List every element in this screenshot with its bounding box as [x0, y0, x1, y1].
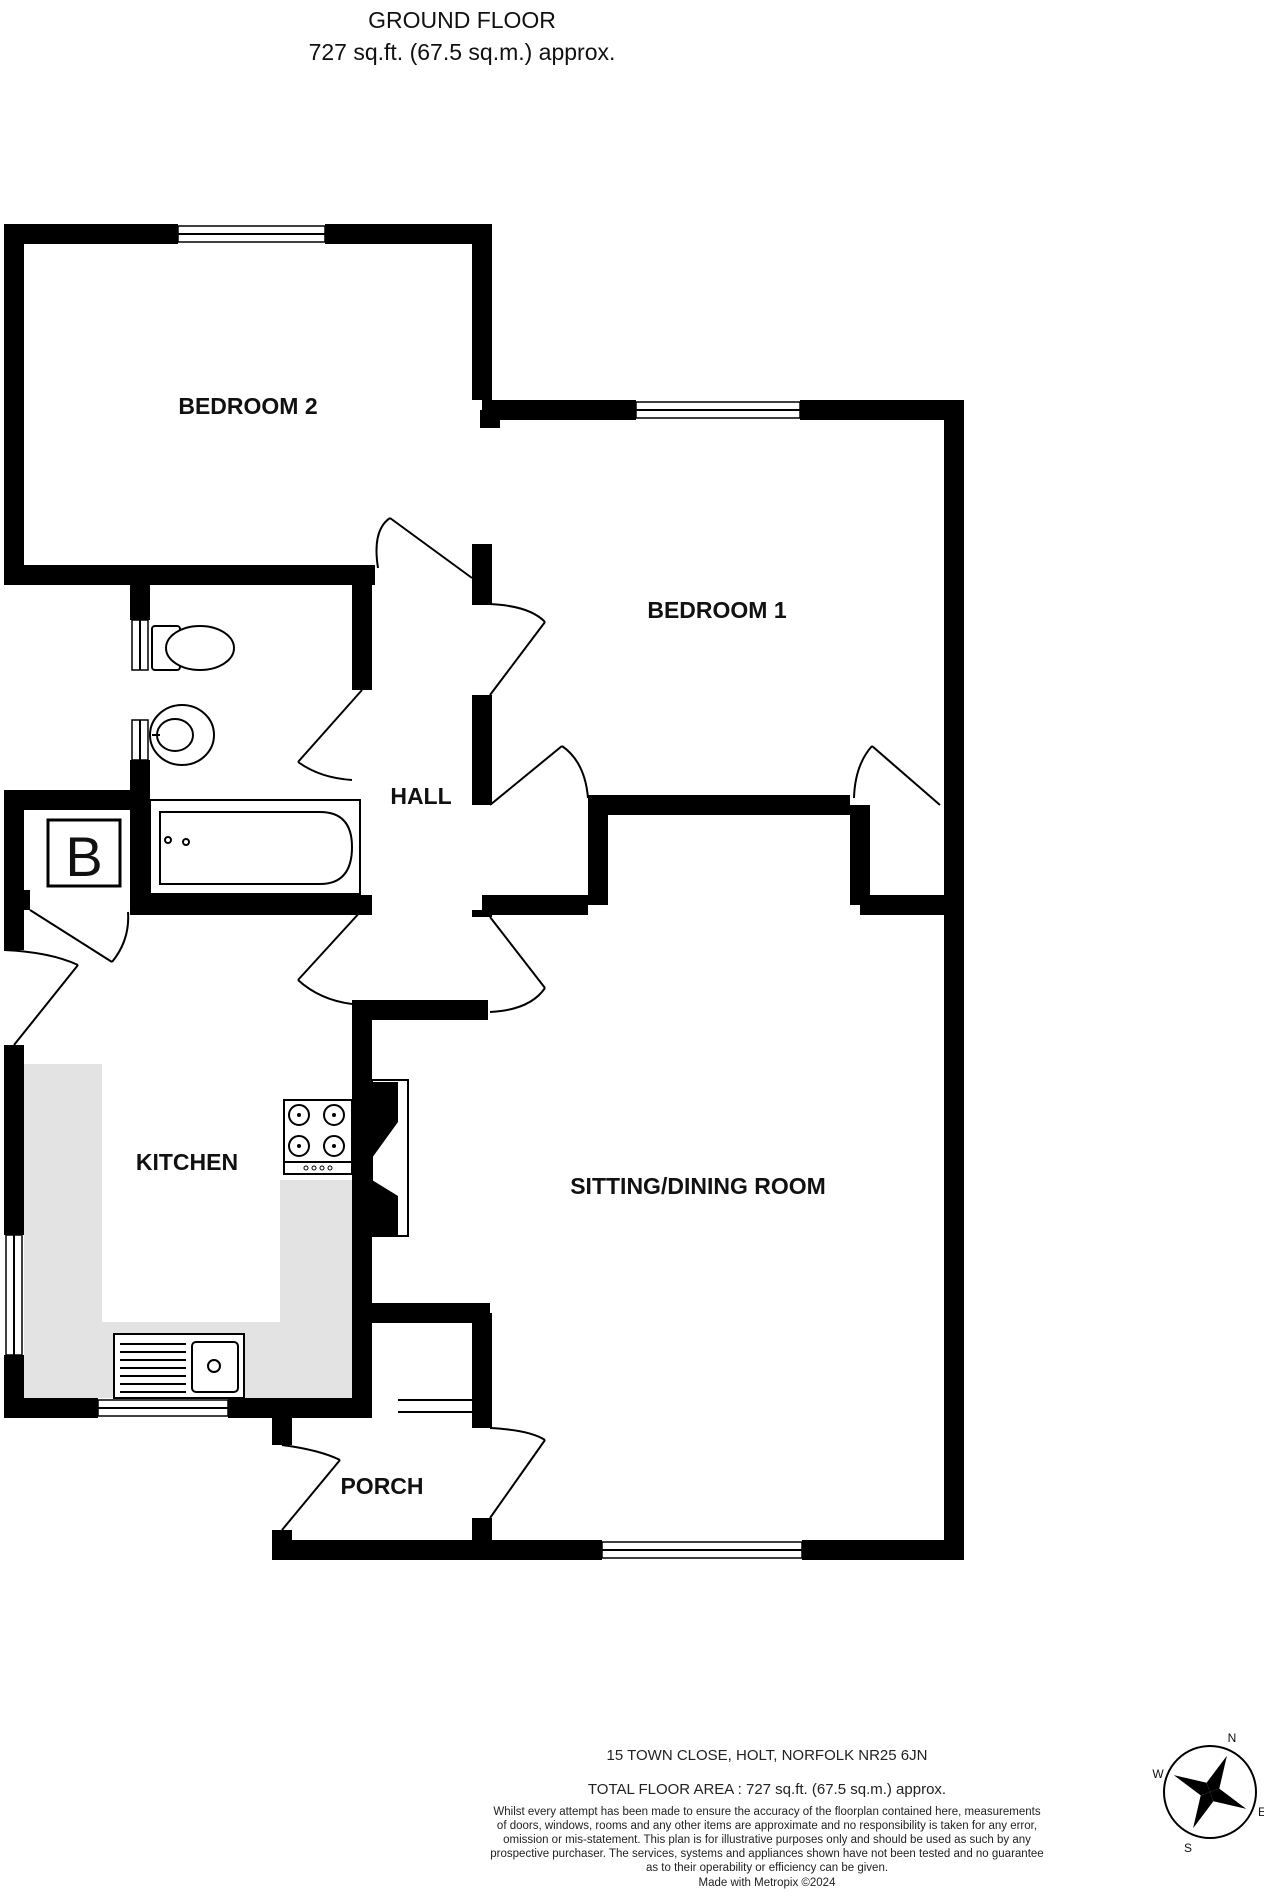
compass-e: E — [1258, 1805, 1264, 1819]
toilet-icon — [151, 625, 235, 671]
walls — [4, 224, 964, 1560]
basin-icon — [149, 704, 215, 766]
compass-icon: N E S W — [1152, 1731, 1264, 1855]
room-label-hall: HALL — [390, 783, 451, 809]
doors — [3, 517, 941, 1531]
room-label-porch: PORCH — [340, 1473, 423, 1499]
credit: Made with Metropix ©2024 — [699, 1877, 837, 1889]
kitchen-counter — [24, 1064, 352, 1398]
disclaimer-line-1: Whilst every attempt has been made to en… — [493, 1806, 1040, 1818]
boiler-label: B — [65, 825, 102, 888]
room-label-kitchen: KITCHEN — [136, 1149, 238, 1175]
bath-icon — [149, 799, 361, 895]
sink-icon — [113, 1333, 245, 1399]
compass-s: S — [1184, 1841, 1192, 1855]
disclaimer-line-2: of doors, windows, rooms and any other i… — [497, 1820, 1037, 1832]
hob-icon — [283, 1099, 353, 1175]
disclaimer-line-3: omission or mis-statement. This plan is … — [503, 1834, 1031, 1846]
room-label-bedroom2: BEDROOM 2 — [178, 393, 317, 419]
compass-n: N — [1228, 1731, 1237, 1745]
windows — [5, 225, 803, 1559]
floor-title: GROUND FLOOR — [368, 7, 556, 33]
disclaimer-line-5: as to their operability or efficiency ca… — [646, 1862, 888, 1874]
boiler-icon: B — [46, 818, 122, 888]
room-label-bedroom1: BEDROOM 1 — [647, 597, 787, 623]
address: 15 TOWN CLOSE, HOLT, NORFOLK NR25 6JN — [607, 1747, 928, 1764]
compass-w: W — [1152, 1767, 1164, 1781]
disclaimer-line-4: prospective purchaser. The services, sys… — [490, 1848, 1043, 1860]
fireplace-icon — [371, 1079, 409, 1237]
total-floor-area: TOTAL FLOOR AREA : 727 sq.ft. (67.5 sq.m… — [588, 1781, 946, 1798]
room-label-sitting-dining: SITTING/DINING ROOM — [570, 1173, 826, 1199]
floor-area: 727 sq.ft. (67.5 sq.m.) approx. — [309, 39, 616, 65]
